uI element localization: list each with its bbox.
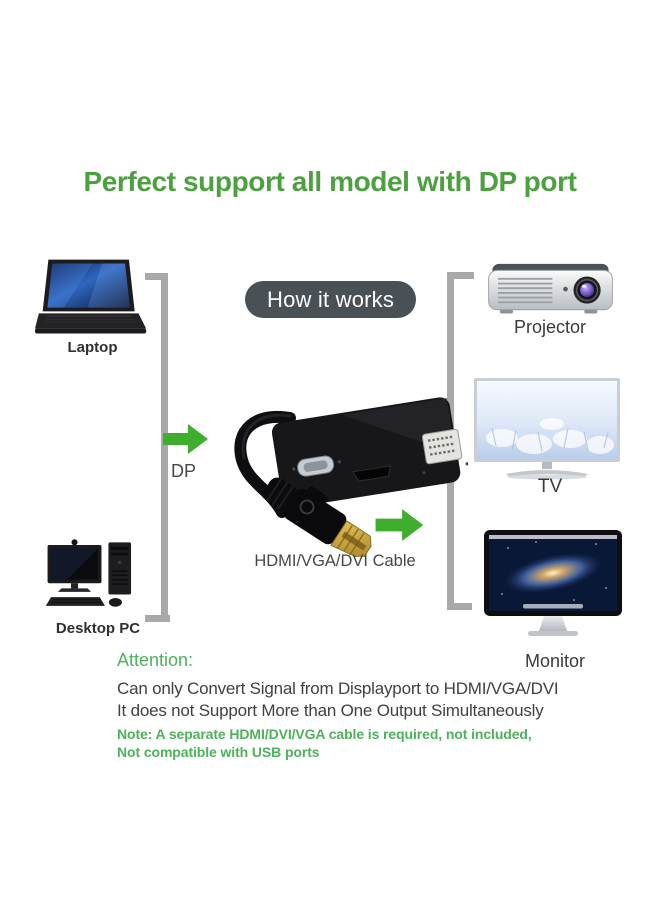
attention-note-line-1: Note: A separate HDMI/DVI/VGA cable is r… <box>117 726 532 742</box>
attention-heading: Attention: <box>117 650 194 670</box>
left-bracket-line <box>161 273 168 622</box>
attention-line-1: Can only Convert Signal from Displayport… <box>117 679 559 698</box>
attention-line-2: It does not Support More than One Output… <box>117 701 544 720</box>
tv-icon <box>472 376 622 482</box>
desktop-pc-label: Desktop PC <box>55 620 141 637</box>
right-bracket-top-stub <box>447 272 474 279</box>
tv-label: TV <box>537 476 563 497</box>
left-bracket-top-stub <box>145 273 168 280</box>
how-it-works-label: How it works <box>267 286 395 312</box>
laptop-icon <box>35 257 150 339</box>
desktop-pc-icon <box>38 538 158 618</box>
left-bracket-bottom-stub <box>145 615 170 622</box>
monitor-icon <box>478 528 628 638</box>
attention-block: Attention: Can only Convert Signal from … <box>117 650 597 761</box>
right-bracket-bottom-stub <box>447 603 472 610</box>
projector-icon <box>483 261 618 321</box>
cable-arrow-icon <box>374 508 426 547</box>
how-it-works-badge: How it works <box>245 281 417 318</box>
cable-label: HDMI/VGA/DVI Cable <box>254 552 416 570</box>
page-title: Perfect support all model with DP port <box>83 166 577 197</box>
dp-adapter-image <box>198 372 469 561</box>
monitor-label: Monitor <box>524 651 586 671</box>
projector-label: Projector <box>513 317 587 337</box>
dp-port-label: DP <box>171 461 197 481</box>
attention-note-line-2: Not compatible with USB ports <box>117 744 320 760</box>
dp-arrow-icon <box>163 423 209 460</box>
laptop-label: Laptop <box>67 339 118 356</box>
